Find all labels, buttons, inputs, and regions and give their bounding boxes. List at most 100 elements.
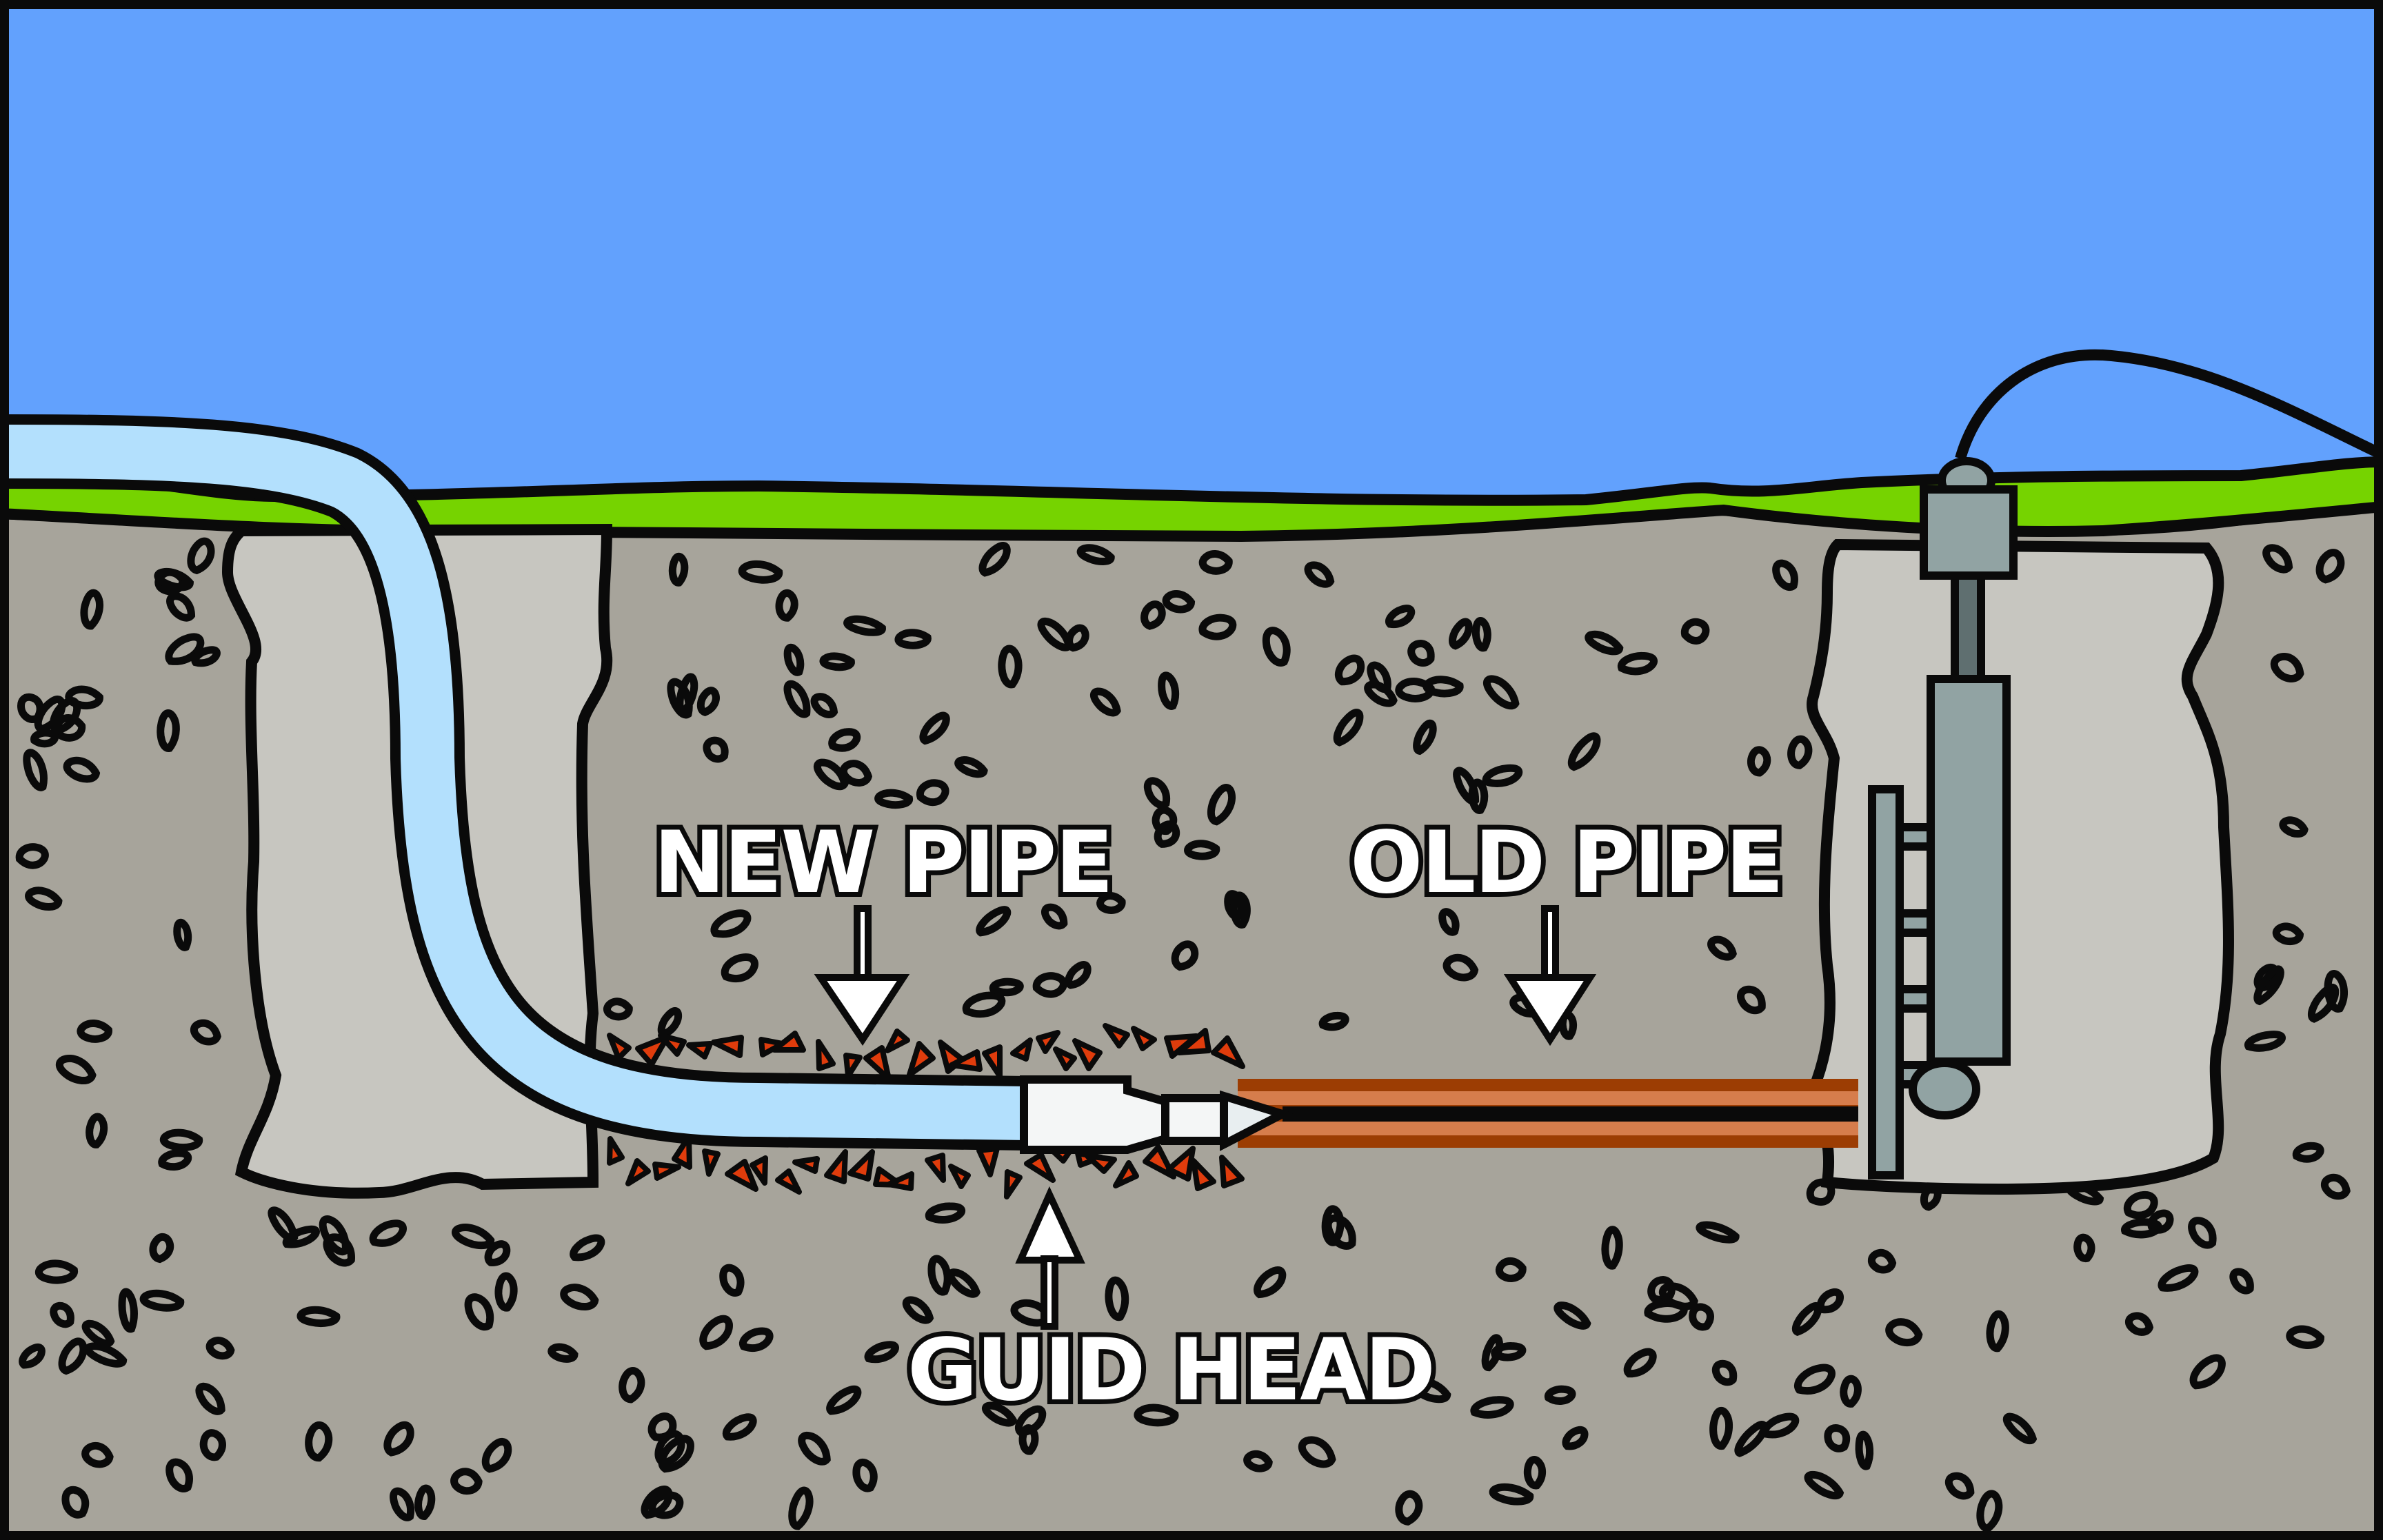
rock [1482,675,1520,710]
rock [2272,922,2304,946]
rock [619,1367,645,1404]
rock [1707,935,1737,961]
debris-shard [1113,1160,1139,1188]
rock [165,633,205,665]
rock [268,1206,299,1243]
rock [798,1431,831,1466]
rock [1184,840,1220,860]
rock [50,1301,74,1328]
rock [2315,549,2345,584]
debris-shard [1131,1026,1157,1051]
rock [414,1484,436,1520]
rock [989,977,1024,997]
debris-shard [792,1156,820,1174]
rock [19,1343,46,1369]
rock [1422,676,1464,698]
debris-shard [982,1044,1003,1079]
rock [34,1259,78,1284]
rock [450,1468,483,1495]
rock [2073,1233,2095,1263]
rock [86,1113,108,1148]
rock [902,1296,934,1324]
rock [775,589,798,622]
rock [699,1315,733,1350]
rock [157,709,180,752]
rock [77,1020,112,1043]
debris-shard [686,1041,713,1060]
debris-shard [907,1041,936,1077]
debris-shard [1085,1153,1117,1174]
rock [1855,1430,1874,1470]
rock [810,693,838,718]
rock [195,1382,225,1415]
debris-shard [1219,1155,1245,1188]
rock [1489,1483,1534,1506]
new-pipe-label: NEW PIPE [654,813,1112,913]
rock [783,643,805,676]
rock [1318,1011,1349,1031]
rock [139,1289,185,1312]
rock [1623,1348,1657,1378]
rock [17,693,44,723]
debris-shard [607,1136,625,1166]
rock [1689,1303,1714,1331]
rock [166,592,196,622]
guide-head [1020,1075,1294,1154]
guide-head-arrow [1015,1186,1085,1330]
debris-group [607,1023,1245,1199]
debris-shard [1103,1023,1130,1048]
rock [819,652,855,671]
rock [1772,559,1798,591]
debris-shard [607,1033,632,1061]
rock [84,1342,128,1368]
debris-shard [711,1035,744,1058]
rock [2262,544,2293,574]
hydraulic-unit [1868,349,2383,1179]
rock [2253,965,2284,1006]
rock [2065,1182,2104,1206]
rock [65,685,103,710]
rock [1617,651,1658,676]
rock [2279,816,2309,838]
rock [173,918,192,951]
rock [813,758,849,791]
rock [1229,891,1251,929]
debris-shard [1036,1030,1060,1054]
rock [1585,630,1624,656]
rock [925,1202,965,1224]
rock [874,789,913,809]
rock [205,1337,235,1360]
new-pipe [0,425,1028,1140]
debris-shard [1072,1038,1103,1071]
rock [452,1224,495,1250]
rock [1298,1436,1336,1468]
rock [852,1458,878,1492]
rock [1140,600,1166,630]
rock [1018,1424,1039,1455]
debris-shard [775,1168,802,1195]
debris-shard [949,1049,983,1072]
rock [390,1487,415,1521]
rock [998,645,1023,689]
debris-shard [1010,1037,1033,1062]
rock [15,843,49,869]
rock [843,615,886,636]
rock [676,673,698,716]
rock [1562,1426,1589,1450]
rock [190,1019,221,1046]
rock [721,953,758,982]
rock [976,906,1012,937]
rock [1976,1490,2003,1532]
rock [788,1486,814,1530]
rock [1065,961,1092,989]
rock [560,1284,599,1310]
rock [1885,1318,1923,1347]
debris-shard [750,1155,768,1186]
rock [954,756,988,778]
rock [1262,627,1291,667]
rock [1787,735,1813,769]
rock [383,1421,414,1457]
rock [894,629,932,649]
rock [1096,891,1126,914]
